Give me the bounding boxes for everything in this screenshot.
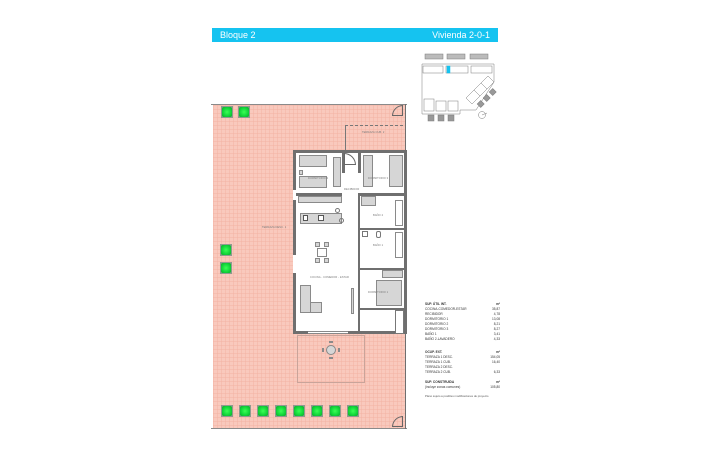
stool [335, 208, 340, 213]
disclaimer-note: Plano sujeto a posibles modificaciones d… [425, 394, 489, 398]
bed [376, 280, 402, 306]
outdoor-chair [322, 348, 324, 352]
wall [360, 228, 404, 230]
table-row: (incluye zonas comunes)105,80 [425, 385, 500, 389]
table-row: TERRAZA 1 CUB.16,40 [425, 360, 500, 364]
plant-icon [275, 405, 287, 417]
label-dormitorio-1: DORMITORIO 1 [368, 291, 389, 294]
outdoor-table [326, 345, 336, 355]
bath-cabinet [361, 196, 376, 206]
terrace-2-outline-side [345, 125, 346, 150]
window [293, 190, 296, 200]
terrace-dining-zone [297, 335, 365, 383]
outdoor-chair [338, 348, 340, 352]
sofa [310, 302, 322, 313]
shower-icon [395, 232, 403, 258]
useful-header: SUP. ÚTIL INT. m² [425, 302, 500, 306]
label-dormitorio-2: DORMITORIO 2 [308, 177, 329, 180]
dining-chair [324, 258, 329, 263]
outdoor-chair [329, 341, 333, 343]
wall [360, 268, 404, 270]
header-bar: Bloque 2 Vivienda 2-0-1 [212, 28, 498, 42]
block-title: Bloque 2 [220, 30, 256, 40]
toilet-icon [376, 231, 381, 238]
wall [358, 196, 360, 268]
stool [339, 218, 344, 223]
bed [299, 176, 327, 188]
dining-table [317, 248, 327, 257]
dining-chair [315, 258, 320, 263]
plant-icon [221, 405, 233, 417]
tv-unit [351, 288, 354, 314]
shower-icon [395, 200, 403, 226]
built-header: SUP. CONSTRUIDA m² [425, 380, 500, 384]
plant-icon [311, 405, 323, 417]
window [293, 255, 296, 273]
washbasin-icon [362, 231, 368, 237]
exterior-header: OCUP. EXT. m² [425, 350, 500, 354]
outdoor-chair [329, 357, 333, 359]
wall [358, 193, 404, 196]
sofa [300, 285, 311, 313]
wardrobe [333, 157, 341, 187]
wall [296, 193, 342, 196]
label-recibidor: RECIBIDOR [344, 188, 360, 191]
unit-title: Vivienda 2-0-1 [432, 30, 490, 40]
hob-icon [318, 215, 324, 221]
storage-unit [395, 310, 404, 334]
label-dormitorio-3: DORMITORIO 3 [368, 177, 389, 180]
table-row: TERRAZA 1 DESC.154,05 [425, 355, 500, 359]
wardrobe [389, 155, 403, 187]
dining-chair [324, 242, 329, 247]
label-bano-1: BAÑO 1 [373, 244, 384, 247]
plant-icon [257, 405, 269, 417]
site-plan-drawing [421, 53, 497, 122]
wall [360, 308, 404, 310]
table-row: TERRAZA 2 DESC. [425, 365, 453, 369]
label-terraza-1: TERRAZA DESC. 1 [262, 226, 287, 229]
plant-icon [347, 405, 359, 417]
plant-icon [220, 262, 232, 274]
window [308, 331, 348, 334]
plant-icon [238, 106, 250, 118]
bed [363, 155, 373, 187]
label-cocina: COCINA - COMEDOR - ESTAR [310, 276, 349, 279]
plant-icon [220, 244, 232, 256]
kitchen-counter [298, 196, 342, 203]
wall [358, 153, 361, 173]
wall [342, 153, 345, 173]
terrace-top-border [211, 104, 407, 105]
label-terraza-2: TERRAZA CUB. 2 [362, 131, 385, 134]
wardrobe [382, 270, 403, 278]
plant-icon [239, 405, 251, 417]
sink-icon [303, 215, 308, 221]
plant-icon [221, 106, 233, 118]
plant-icon [293, 405, 305, 417]
shower-edge [395, 200, 396, 226]
wall [358, 268, 360, 334]
site-plan [410, 52, 505, 127]
nightstand [299, 170, 303, 175]
bed [299, 155, 327, 167]
dining-chair [315, 242, 320, 247]
terrace-bottom-border [211, 428, 407, 429]
terrace-2-outline [345, 125, 403, 126]
table-row: TERRAZA 2 CUB.6,33 [425, 370, 500, 374]
label-bano-2: BAÑO 2 [373, 214, 384, 217]
plant-icon [329, 405, 341, 417]
